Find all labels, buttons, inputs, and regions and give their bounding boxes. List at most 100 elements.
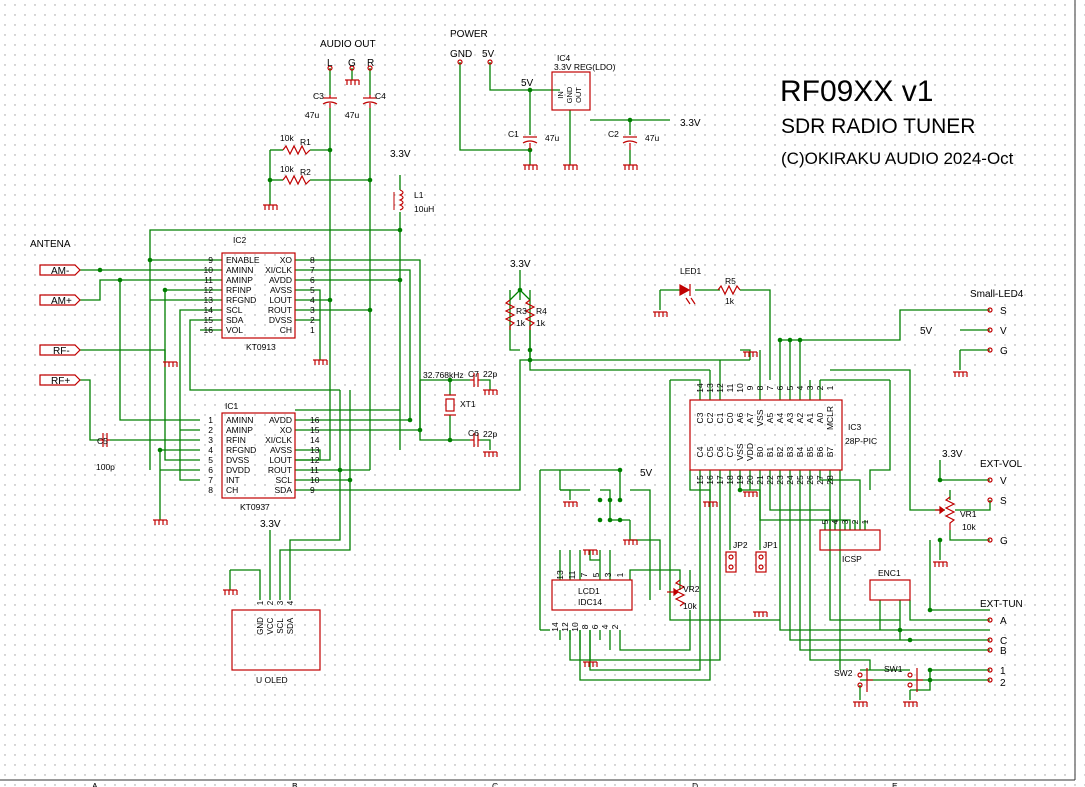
vol-pin-v: V	[1000, 476, 1007, 487]
tun-1-terminal	[987, 667, 993, 673]
ic4-pin-name: IN	[556, 91, 565, 99]
led-pin-s: S	[1000, 306, 1007, 317]
lcd1-body	[551, 579, 633, 611]
port-am-minus	[39, 264, 81, 276]
ic2-pin-num: 5	[310, 285, 315, 295]
rail-label-3v3-l1: 3.3V	[390, 149, 411, 160]
oled-pin-num: 2	[266, 600, 275, 605]
tun-pin-c: C	[1000, 636, 1007, 647]
ic2-pin-name: CH	[280, 325, 292, 335]
antenna-rf-minus: RF-	[53, 346, 70, 357]
c7-ref: C7	[468, 369, 479, 379]
led1-ref: LED1	[680, 266, 702, 276]
ic2-pin-name: AVDD	[269, 275, 292, 285]
c5-ref: C5	[97, 436, 108, 446]
ic3-pin-num: 17	[715, 475, 725, 485]
ic3-pin-num: 21	[755, 475, 765, 485]
oled-pin-num: 4	[286, 600, 295, 605]
tun-pin-2: 2	[1000, 678, 1006, 689]
lcd1-pin-num: 10	[570, 622, 580, 632]
enc1-body	[869, 579, 911, 601]
ic3-pin-num: 19	[735, 475, 745, 485]
ic1-pin-num: 1	[208, 415, 213, 425]
ic3-pin-name: C2	[705, 412, 715, 423]
resistor-r4	[524, 299, 536, 330]
ic2-pin-name: ENABLE	[226, 255, 260, 265]
power-5v-terminal	[487, 59, 493, 65]
icsp-pin-num: 3	[841, 519, 850, 524]
rail-label-3v3-r3: 3.3V	[510, 259, 531, 270]
inductor-l1	[398, 189, 404, 211]
junction-dots	[97, 87, 943, 683]
ic2-pin-name: AMINN	[226, 265, 253, 275]
ic2-pin-name: AMINP	[226, 275, 253, 285]
vol-s-terminal	[987, 497, 993, 503]
ic4-body	[551, 71, 591, 111]
ic3-pin-num: 2	[815, 385, 825, 390]
tun-c-terminal	[987, 637, 993, 643]
resistor-r1	[282, 144, 311, 156]
ic1-pin-name: ROUT	[268, 465, 292, 475]
ic2-pin-num: 10	[204, 265, 214, 275]
ic3-part: 28P-PIC	[845, 436, 877, 446]
c3-value: 47u	[305, 110, 319, 120]
icsp-pin-num: 4	[831, 519, 840, 524]
ic3-pin-name: B4	[795, 447, 805, 458]
ic3-pin-num: 20	[745, 475, 755, 485]
ic3-pin-num: 13	[705, 383, 715, 393]
audio-pin-l: L	[327, 58, 333, 69]
ic1-part: KT0937	[240, 502, 270, 512]
ic1-pin-num: 13	[310, 445, 320, 455]
oled-pin-num: 1	[256, 600, 265, 605]
resistor-r3	[504, 299, 516, 330]
ic1-pin-num: 5	[208, 455, 213, 465]
ic1-pin-num: 2	[208, 425, 213, 435]
xt1-ref: XT1	[460, 399, 476, 409]
ic2-pin-name: RFINP	[226, 285, 252, 295]
ic2-ref: IC2	[233, 235, 247, 245]
lcd1-pin-num: 1	[615, 572, 625, 577]
ic3-pin-name: B6	[815, 447, 825, 458]
lcd1-pin-num: 13	[555, 570, 565, 580]
lcd1-pin-num: 8	[580, 624, 590, 629]
ic1-pin-name: SDA	[275, 485, 293, 495]
ic2-pin-num: 4	[310, 295, 315, 305]
power-gnd-terminal	[457, 59, 463, 65]
frame-letter-c: C	[492, 781, 498, 787]
jp1-ref: JP1	[763, 540, 778, 550]
oled-pin-name: VCC	[266, 617, 275, 634]
ic2-pin-num: 12	[204, 285, 214, 295]
vr1-ref: VR1	[960, 509, 977, 519]
c7-value: 22p	[483, 369, 497, 379]
ic3-pin-num: 26	[805, 475, 815, 485]
ic1-pin-num: 15	[310, 425, 320, 435]
ic3-pin-name: MCLR	[825, 406, 835, 430]
l1-value: 10uH	[414, 204, 434, 214]
audio-l-terminal	[327, 65, 333, 71]
ic2-pin-num: 9	[208, 255, 213, 265]
c4-ref: C4	[375, 91, 386, 101]
ic2-pin-num: 3	[310, 305, 315, 315]
ic3-pin-name: C7	[725, 446, 735, 457]
heading-audio-out: AUDIO OUT	[320, 39, 376, 50]
ic3-pin-name: B1	[765, 447, 775, 458]
tun-2-terminal	[987, 677, 993, 683]
ic1-pin-num: 3	[208, 435, 213, 445]
tun-b-terminal	[987, 647, 993, 653]
port-rf-minus	[39, 344, 81, 356]
ic2-pin-num: 15	[204, 315, 214, 325]
ic1-pin-name: XI/CLK	[265, 435, 292, 445]
resistor-r2	[282, 174, 311, 186]
ic3-pin-name: C5	[705, 446, 715, 457]
jumper-jp2	[725, 551, 737, 573]
rail-label-5v-reg: 5V	[521, 78, 534, 89]
ic3-pin-name: C4	[695, 446, 705, 457]
capacitor-c7	[470, 373, 480, 387]
ic3-pin-name: C1	[715, 412, 725, 423]
heading-antena: ANTENA	[30, 239, 71, 250]
ic4-ref: IC4	[557, 53, 571, 63]
heading-power: POWER	[450, 29, 488, 40]
l1-ref: L1	[414, 190, 424, 200]
potentiometer-vr2	[667, 579, 686, 607]
